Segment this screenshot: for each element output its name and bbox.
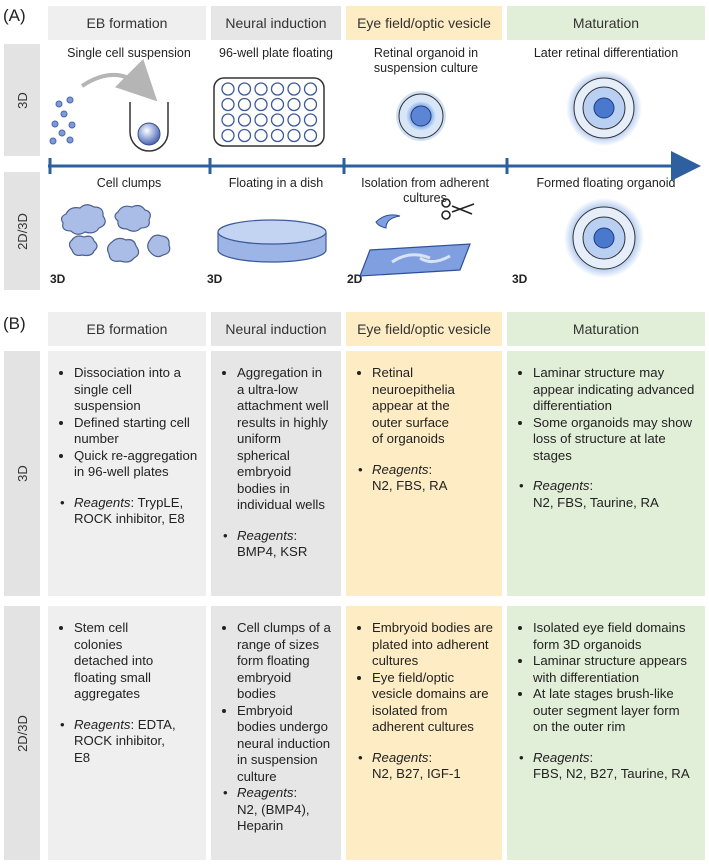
reagents-line: Reagents: TrypLE, ROCK inhibitor, E8 xyxy=(60,495,198,528)
caption-retinal-organoid-suspension: Retinal organoid in suspension culture xyxy=(373,46,479,75)
single-cell-dots xyxy=(49,96,76,145)
cell-3d-neural-induction: Aggregation in a ultra-low attachment we… xyxy=(211,351,341,596)
bullet: Retinal neuroepithelia appear at the out… xyxy=(372,365,462,448)
cell-3d-eb-formation: Dissociation into a single cell suspensi… xyxy=(48,351,206,596)
panel-a-illustrations xyxy=(48,58,701,278)
plate-well xyxy=(237,97,252,112)
reagents-line: Reagents:N2, FBS, RA xyxy=(358,462,462,495)
header-a-eb-formation: EB formation xyxy=(48,6,206,40)
plate-well xyxy=(254,97,268,112)
plate-well xyxy=(221,97,235,112)
row-label-b-2d3d: 2D/3D xyxy=(4,606,40,860)
bullet: Embryoid bodies are plated into adherent… xyxy=(372,620,494,670)
plate-well xyxy=(237,113,252,127)
reagents-line: Reagents:N2, B27, IGF-1 xyxy=(358,750,494,783)
bullet: Laminar structure may appear indicating … xyxy=(533,365,697,415)
bullet: Embryoid bodies undergo neural induction… xyxy=(237,703,333,786)
bullet: Eye field/optic vesicle domains are isol… xyxy=(372,670,494,736)
header-a-neural-induction: Neural induction xyxy=(211,6,341,40)
plate-well xyxy=(270,128,285,143)
bullet: Stem cell colonies detached into floatin… xyxy=(74,620,176,703)
row-label-a-2d3d: 2D/3D xyxy=(4,172,40,290)
transfer-arrow xyxy=(80,58,158,102)
caption-cell-clumps: Cell clumps xyxy=(96,176,162,190)
plate-well xyxy=(254,128,268,143)
reagents-line: Reagents:N2, FBS, Taurine, RA xyxy=(519,478,697,511)
retinal-organoid-suspension xyxy=(396,91,446,141)
dim-tag-maturation: 3D xyxy=(512,272,528,286)
plate-well xyxy=(254,113,268,127)
reagents-line: Reagents: BMP4, KSR xyxy=(223,528,333,561)
plate-well xyxy=(303,128,318,143)
header-b-eye-field: Eye field/optic vesicle xyxy=(346,312,502,346)
floating-dish xyxy=(217,219,327,263)
timeline-arrow xyxy=(48,151,701,181)
bullet: Aggregation in a ultra-low attachment we… xyxy=(237,365,333,514)
plate-well xyxy=(237,82,252,96)
panel-b-label: (B) xyxy=(3,314,26,333)
cell-2d3d-maturation: Isolated eye field domains form 3D organ… xyxy=(507,606,705,860)
bullet: Defined starting cell number xyxy=(74,415,198,448)
plate-well xyxy=(270,97,285,112)
bullet: Dissociation into a single cell suspensi… xyxy=(74,365,198,415)
caption-floating-in-dish: Floating in a dish xyxy=(228,176,324,190)
bullet: At late stages brush-like outer segment … xyxy=(533,686,697,736)
dim-tag-eb: 3D xyxy=(50,272,66,286)
caption-isolation-adherent: Isolation from adherent cultures xyxy=(361,176,489,205)
caption-later-retinal-differentiation: Later retinal differentiation xyxy=(533,46,679,60)
plate-well xyxy=(270,113,285,127)
header-b-neural-induction: Neural induction xyxy=(211,312,341,346)
reagents-line: Reagents:FBS, N2, B27, Taurine, RA xyxy=(519,750,697,783)
plate-well xyxy=(287,82,301,96)
plate-well xyxy=(237,128,252,143)
plate-well xyxy=(287,113,301,127)
header-a-eye-field: Eye field/optic vesicle xyxy=(346,6,502,40)
dim-tag-neural: 3D xyxy=(207,272,223,286)
cell-2d3d-eye-field: Embryoid bodies are plated into adherent… xyxy=(346,606,502,860)
scissors-icon xyxy=(441,198,475,220)
cell-3d-maturation: Laminar structure may appear indicating … xyxy=(507,351,705,596)
reagents-line: Reagents:N2, (BMP4), Heparin xyxy=(223,785,333,835)
plate-well xyxy=(221,113,235,127)
plate-well xyxy=(221,128,235,143)
panel-a-label: (A) xyxy=(3,6,26,25)
adherent-culture-plate xyxy=(359,214,471,277)
cell-2d3d-eb-formation: Stem cell colonies detached into floatin… xyxy=(48,606,206,860)
bullet: Laminar structure appears with different… xyxy=(533,653,697,686)
plate-well xyxy=(303,97,318,112)
dim-tag-eye: 2D xyxy=(347,272,363,286)
plate-well xyxy=(287,97,301,112)
later-differentiation-organoid xyxy=(566,70,642,146)
row-label-a-3d: 3D xyxy=(4,44,40,156)
header-b-eb-formation: EB formation xyxy=(48,312,206,346)
plate-wells xyxy=(221,82,318,143)
plate-well xyxy=(270,82,285,96)
plate-well xyxy=(287,128,301,143)
cell-3d-eye-field: Retinal neuroepithelia appear at the out… xyxy=(346,351,502,596)
plate-well xyxy=(303,82,318,96)
bullet: Quick re-aggregation in 96-well plates xyxy=(74,448,198,481)
plate-well xyxy=(254,82,268,96)
cell-clumps xyxy=(60,204,171,263)
caption-single-cell-suspension: Single cell suspension xyxy=(67,46,191,60)
formed-floating-organoid xyxy=(564,198,644,278)
header-b-maturation: Maturation xyxy=(507,312,705,346)
plate-well xyxy=(221,82,235,96)
cell-2d3d-neural-induction: Cell clumps of a range of sizes form flo… xyxy=(211,606,341,860)
reagents-line: Reagents: EDTA, ROCK inhibitor, E8 xyxy=(60,717,176,767)
plate-well xyxy=(303,113,318,127)
bullet: Isolated eye field domains form 3D organ… xyxy=(533,620,697,653)
caption-formed-floating-organoid: Formed floating organoid xyxy=(536,176,676,190)
caption-96-well-plate: 96-well plate floating xyxy=(219,46,333,60)
bullet: Some organoids may show loss of structur… xyxy=(533,415,697,465)
bullet: Cell clumps of a range of sizes form flo… xyxy=(237,620,333,703)
header-a-maturation: Maturation xyxy=(507,6,705,40)
row-label-b-3d: 3D xyxy=(4,351,40,596)
